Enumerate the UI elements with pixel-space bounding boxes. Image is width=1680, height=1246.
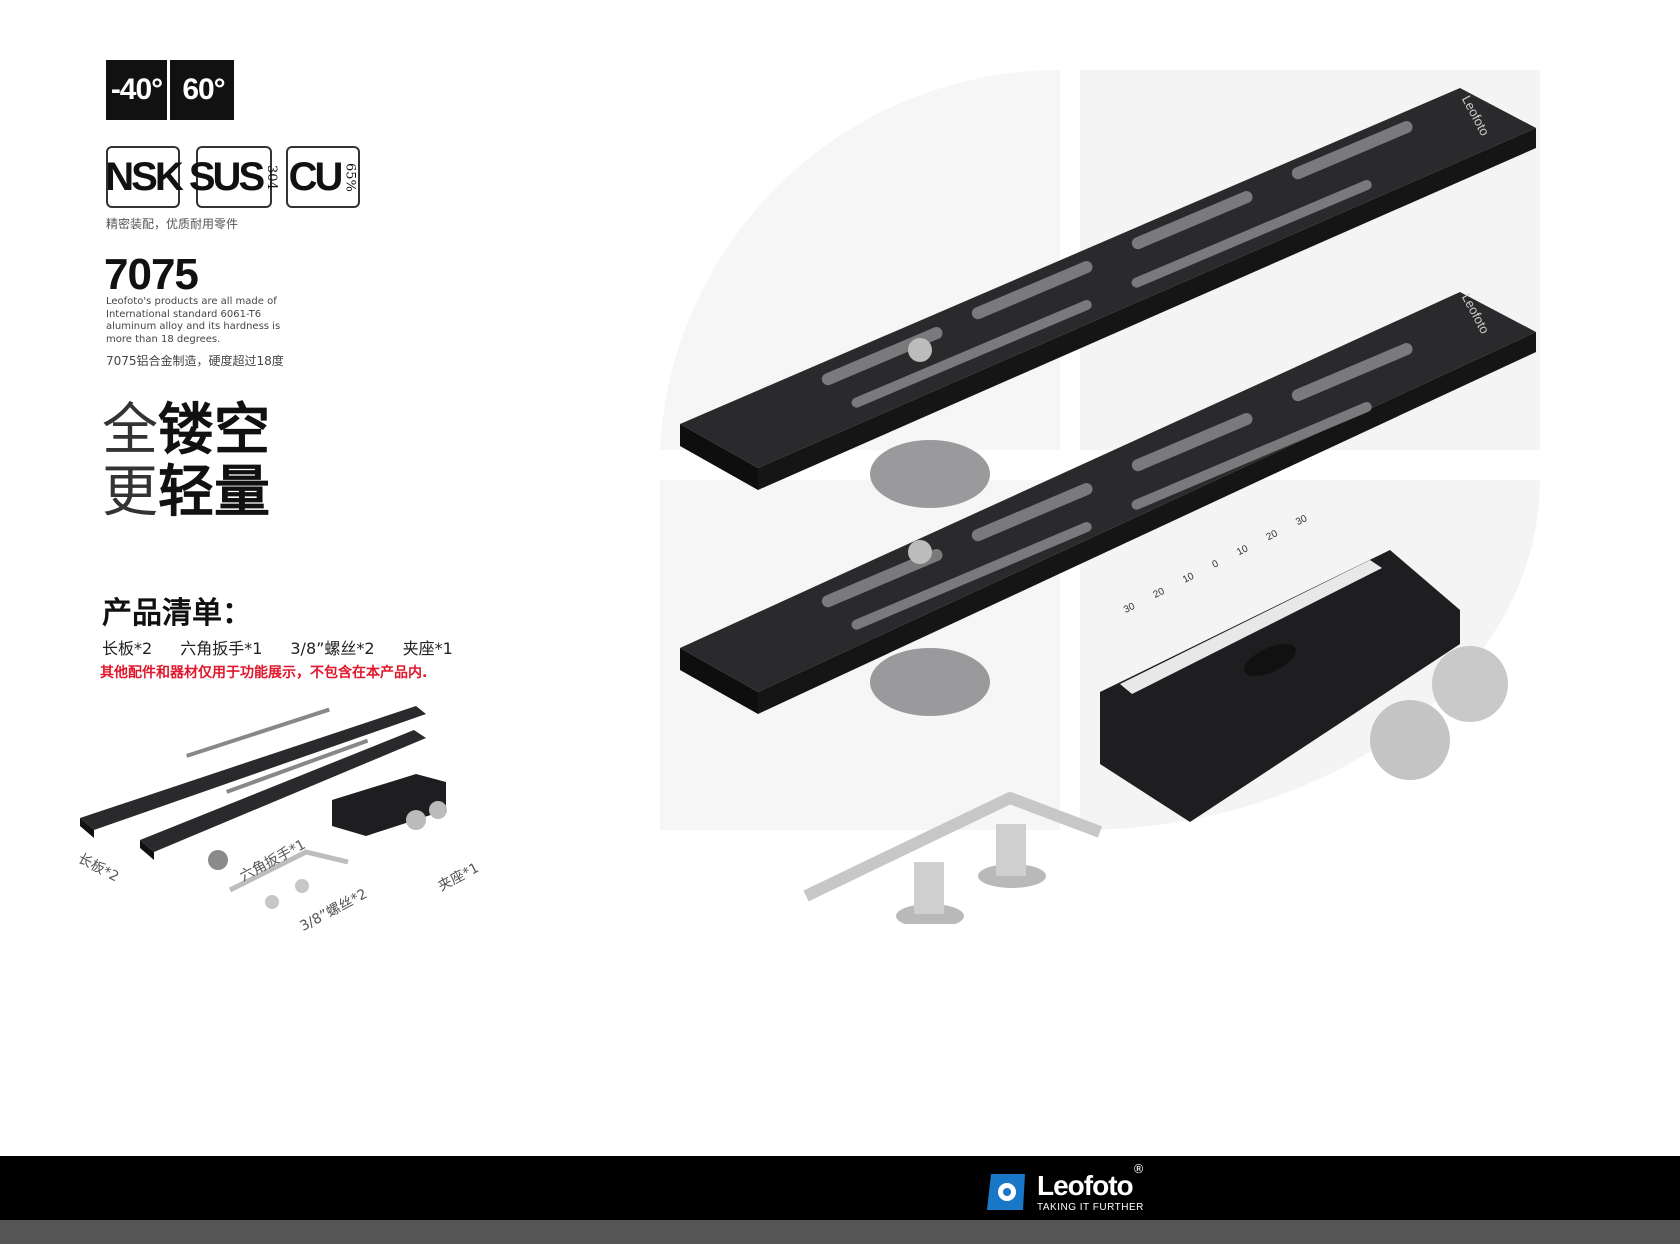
small-wrench xyxy=(228,849,349,893)
badge-cu-label: CU xyxy=(288,154,344,199)
small-plate-2 xyxy=(140,730,426,870)
long-plate-1 xyxy=(680,88,1536,508)
temp-low: -40° xyxy=(106,60,170,120)
alloy-description-en: Leofoto's products are all made of Inter… xyxy=(106,296,281,345)
package-item: 六角扳手*1 xyxy=(180,639,263,658)
badge-cu: CU 65% xyxy=(286,146,360,208)
package-item: 长板*2 xyxy=(102,639,153,658)
brand-text: Leofoto® TAKING IT FURTHER xyxy=(1037,1162,1145,1213)
temperature-badge: -40° 60° xyxy=(106,60,234,120)
hero-slogan: 全镂空 更轻量 xyxy=(102,400,270,524)
materials-note: 精密装配，优质耐用零件 xyxy=(106,217,239,231)
hero-line-2-thin: 更 xyxy=(102,460,158,525)
badge-nsk: NSK xyxy=(105,146,184,208)
scale-label: 0 xyxy=(1210,558,1221,571)
hex-wrench xyxy=(803,792,1103,902)
badge-sus-sub: 304 xyxy=(264,164,280,190)
package-note: 其他配件和器材仅用于功能展示，不包含在本产品内. xyxy=(100,665,428,681)
badge-nsk-label: NSK xyxy=(105,154,183,199)
package-item: 夹座*1 xyxy=(402,639,453,658)
hero-line-1-bold: 镂空 xyxy=(158,398,270,463)
footer-bar xyxy=(0,1156,1680,1220)
hero-line-1-thin: 全 xyxy=(102,398,158,463)
alloy-title: 7075 xyxy=(104,250,199,299)
package-title: 产品清单： xyxy=(102,596,252,631)
alloy-description-cn: 7075铝合金制造，硬度超过18度 xyxy=(106,354,284,368)
long-plate-2 xyxy=(680,292,1536,716)
package-item: 3/8”螺丝*2 xyxy=(290,639,375,658)
package-illustration xyxy=(80,706,447,909)
hero-line-1: 全镂空 xyxy=(102,400,270,462)
badge-cu-sub: 65% xyxy=(342,162,358,192)
badge-sus-label: SUS xyxy=(188,154,265,199)
small-screws xyxy=(265,879,309,909)
brand-tagline: TAKING IT FURTHER xyxy=(1037,1202,1144,1213)
small-plate-1 xyxy=(80,706,426,838)
hero-line-2-bold: 轻量 xyxy=(158,460,270,525)
product-illustration xyxy=(680,88,1536,924)
clamp xyxy=(1100,550,1508,822)
leofoto-logo-icon xyxy=(987,1173,1025,1210)
brand-logo: Leofoto® TAKING IT FURTHER xyxy=(985,1162,1145,1213)
footer-strip xyxy=(0,1220,1680,1244)
package-items: 长板*2 六角扳手*1 3/8”螺丝*2 夹座*1 xyxy=(102,635,453,659)
screws xyxy=(896,824,1046,924)
temp-high: 60° xyxy=(173,60,234,120)
badge-sus: SUS 304 xyxy=(189,146,279,208)
brand-reg: ® xyxy=(1132,1162,1145,1176)
brand-name: Leofoto xyxy=(1037,1170,1134,1201)
small-clamp xyxy=(332,774,447,836)
hero-line-2: 更轻量 xyxy=(102,462,270,524)
